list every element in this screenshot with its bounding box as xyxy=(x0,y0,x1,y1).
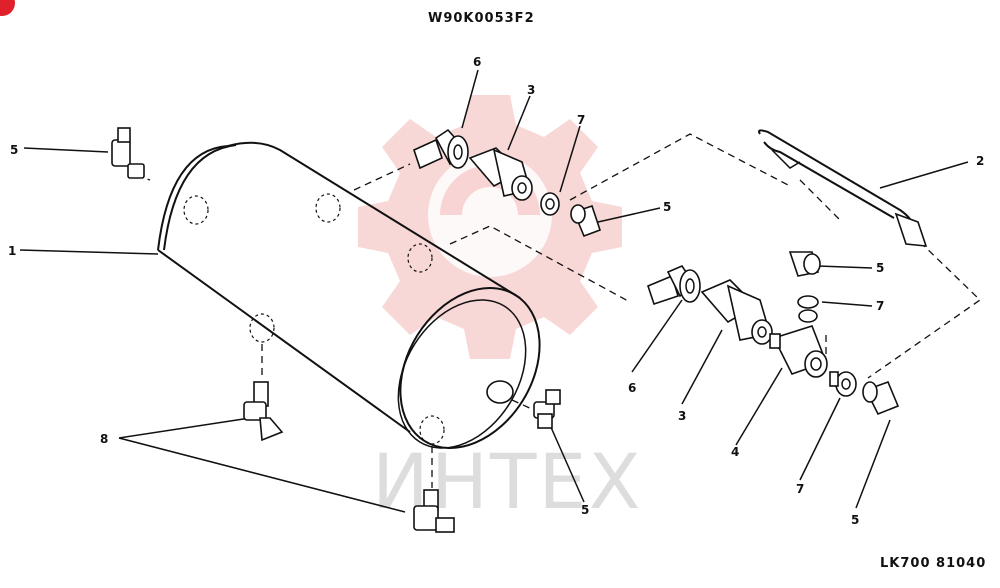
elbow-fitting-5-end xyxy=(533,389,561,429)
callout-5-right-top: 5 xyxy=(876,261,884,275)
callout-4: 4 xyxy=(731,445,739,459)
air-tank xyxy=(157,141,541,449)
callout-8: 8 xyxy=(100,432,108,446)
check-valve-3-bottom xyxy=(700,279,773,345)
washer-7-top xyxy=(540,192,560,216)
callout-3-bottom: 3 xyxy=(678,409,686,423)
check-valve-3-top xyxy=(468,147,533,201)
washer-7-right-bottom xyxy=(829,371,857,397)
elbow-fitting-8-lower xyxy=(413,489,455,533)
banjo-5-right-top xyxy=(788,251,821,277)
tee-fitting-4 xyxy=(769,325,828,378)
drawing-code: W90K0053F2 xyxy=(428,11,535,26)
assembly-lines xyxy=(135,133,982,488)
elbow-fitting-8-upper xyxy=(243,381,284,442)
washer-7-right-top xyxy=(797,295,819,323)
callout-5-top: 5 xyxy=(663,200,671,214)
corner-mark xyxy=(0,0,15,16)
elbow-fitting-5-topleft xyxy=(111,127,145,179)
callout-5-right-bottom: 5 xyxy=(851,513,859,527)
callout-7-top: 7 xyxy=(577,113,585,127)
angle-adapter-6-bottom xyxy=(647,265,701,306)
callout-5-topleft: 5 xyxy=(10,143,18,157)
callout-7-right-bottom: 7 xyxy=(796,482,804,496)
callout-2: 2 xyxy=(976,154,984,168)
watermark-text: ИНТЕХ xyxy=(372,437,643,526)
callout-6-top: 6 xyxy=(473,55,481,69)
callout-1: 1 xyxy=(8,244,16,258)
callout-6-bottom: 6 xyxy=(628,381,636,395)
banjo-5-top xyxy=(570,204,602,238)
banjo-5-right-bottom xyxy=(862,380,900,416)
sheet-reference: LK700 81040 xyxy=(880,556,986,571)
angle-adapter-6-top xyxy=(413,128,469,170)
callout-7-right-top: 7 xyxy=(876,299,884,313)
callout-5-end: 5 xyxy=(581,503,589,517)
leader-lines xyxy=(19,69,969,513)
pipe-2 xyxy=(758,129,928,247)
callout-3-top: 3 xyxy=(527,83,535,97)
